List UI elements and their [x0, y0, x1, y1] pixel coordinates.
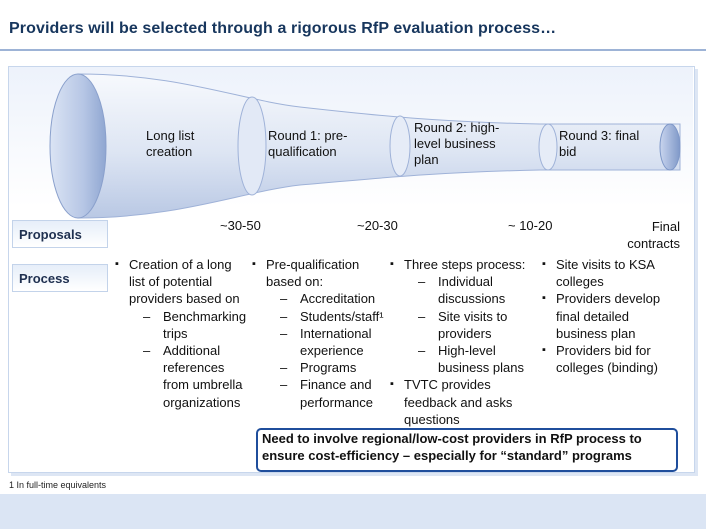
process-subbullet: Site visits to providers [404, 308, 540, 342]
stage-long-list: Long list creation [146, 128, 195, 159]
process-bullet: Site visits to KSA colleges [542, 256, 674, 290]
row-header-proposals: Proposals [12, 220, 108, 248]
funnel-divider-2 [389, 115, 411, 177]
bottom-band [0, 494, 706, 529]
process-bullet: Providers develop final detailed busines… [542, 290, 674, 342]
stage-round-1: Round 1: pre-qualification [268, 128, 348, 159]
process-bullet: Providers bid for colleges (binding) [542, 342, 674, 376]
page-title: Providers will be selected through a rig… [9, 20, 557, 37]
callout-box: Need to involve regional/low-cost provid… [256, 428, 678, 472]
process-column-1: Creation of a long list of potential pro… [115, 256, 246, 411]
process-subbullet: Finance and performance [266, 376, 384, 410]
title-divider [0, 49, 706, 51]
process-column-4: Site visits to KSA colleges Providers de… [542, 256, 674, 376]
footnote: 1 In full-time equivalents [9, 480, 107, 490]
row-header-process: Process [12, 264, 108, 292]
count-final: Final contracts [627, 219, 680, 251]
process-column-2: Pre-qualification based on: Accreditatio… [252, 256, 384, 411]
process-subbullet: International experience [266, 325, 384, 359]
process-subbullet: Benchmarking trips [129, 308, 246, 342]
process-subbullet: Individual discussions [404, 273, 540, 307]
funnel-mouth [49, 73, 107, 219]
process-subbullet: High-level business plans [404, 342, 540, 376]
process-bullet: TVTC provides feedback and asks question… [390, 376, 540, 428]
process-bullet: Pre-qualification based on: Accreditatio… [252, 256, 384, 411]
process-subbullet: Programs [266, 359, 384, 376]
stage-round-2: Round 2: high-level business plan [414, 120, 500, 167]
process-subbullet: Students/staff¹ [266, 308, 384, 325]
funnel-end [659, 123, 681, 171]
process-subbullet: Accreditation [266, 290, 384, 307]
process-column-3: Three steps process: Individual discussi… [390, 256, 540, 428]
count-round-2: ~ 10-20 [508, 218, 553, 233]
funnel-divider-1 [237, 96, 267, 196]
process-bullet: Three steps process: Individual discussi… [390, 256, 540, 376]
process-subbullet: Additional references from umbrella orga… [129, 342, 243, 411]
stage-round-3: Round 3: final bid [559, 128, 640, 159]
funnel-divider-3 [538, 123, 558, 171]
count-round-1: ~20-30 [357, 218, 398, 233]
count-long-list: ~30-50 [220, 218, 261, 233]
process-bullet: Creation of a long list of potential pro… [115, 256, 246, 411]
